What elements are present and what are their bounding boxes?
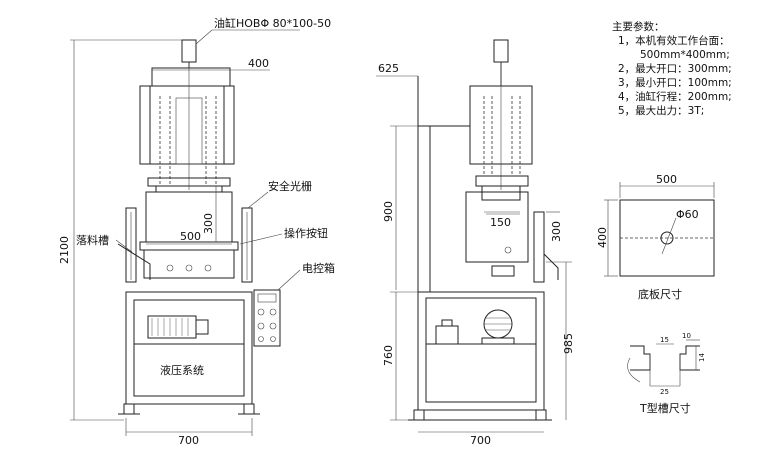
param-item: 2，最大开口：300mm;: [618, 63, 732, 75]
param-item: 500mm*400mm;: [640, 49, 730, 61]
base-plate-view: 500 400 Φ60 底板尺寸: [596, 173, 715, 301]
front-view: 油缸HOBΦ 80*100-50 400 2100 500 300 700 安全…: [58, 16, 335, 447]
t-slot-view: 10 15 25 14 T型槽尺寸: [627, 332, 706, 415]
dim-total-height: 2100: [58, 236, 71, 264]
label-buttons: 操作按钮: [284, 226, 328, 240]
t-slot-left: [630, 345, 651, 371]
label-chute: 落料槽: [76, 233, 109, 247]
parameters-block: 主要参数： 1，本机有效工作台面： 500mm*400mm; 2，最大开口：30…: [612, 20, 762, 118]
side-dim-stroke: 300: [550, 221, 563, 242]
dim-stroke: 300: [202, 213, 215, 234]
motor: [147, 315, 197, 339]
plate-dim-width: 500: [656, 173, 677, 186]
label-hydraulic: 液压系统: [160, 363, 204, 377]
plate-caption: 底板尺寸: [638, 287, 682, 301]
side-column: [417, 76, 430, 293]
side-dim-lower-height: 760: [382, 345, 395, 366]
side-dim-upper-height: 900: [382, 201, 395, 222]
chute: [117, 243, 151, 280]
tslot-caption: T型槽尺寸: [639, 401, 691, 415]
control-box: [253, 289, 281, 347]
side-dim-depth: 625: [378, 62, 399, 75]
cylinder-top: [181, 39, 197, 63]
side-dim-ram: 150: [490, 216, 511, 229]
params-title: 主要参数：: [612, 21, 665, 33]
t-slot-right: [679, 345, 700, 371]
side-base: [417, 291, 545, 411]
front-table: [139, 241, 239, 251]
param-item: 4，油缸行程：200mm;: [618, 91, 732, 103]
param-item: 3，最小开口：100mm;: [618, 77, 732, 89]
param-item: 1，本机有效工作台面：: [618, 35, 730, 47]
light-curtain-left: [125, 207, 137, 283]
plate-dim-hole: Φ60: [676, 208, 699, 221]
tslot-dim-height: 14: [698, 353, 706, 362]
side-work-area: [465, 191, 529, 263]
upper-frame: [139, 85, 235, 165]
light-curtain-right: [241, 207, 253, 283]
tslot-dim-mid: 15: [660, 336, 669, 344]
label-safety: 安全光栅: [268, 179, 312, 193]
dim-base-width: 700: [178, 434, 199, 447]
dim-width-top: 400: [248, 57, 269, 70]
side-view: 625 900 760 985 300 150 700: [376, 39, 575, 447]
side-dim-base-width: 700: [470, 434, 491, 447]
side-dim-table-height: 985: [562, 333, 575, 354]
dim-table: 500: [180, 230, 201, 243]
tslot-dim-top: 10: [682, 332, 691, 340]
param-item: 5，最大出力：3T;: [618, 105, 705, 117]
cylinder-label: 油缸HOBΦ 80*100-50: [214, 16, 331, 30]
upper-frame-top: [151, 67, 231, 87]
tslot-dim-bottom: 25: [660, 388, 669, 396]
plate-dim-height: 400: [596, 227, 609, 248]
label-control-box: 电控箱: [302, 261, 335, 275]
base-cabinet: [125, 291, 253, 405]
